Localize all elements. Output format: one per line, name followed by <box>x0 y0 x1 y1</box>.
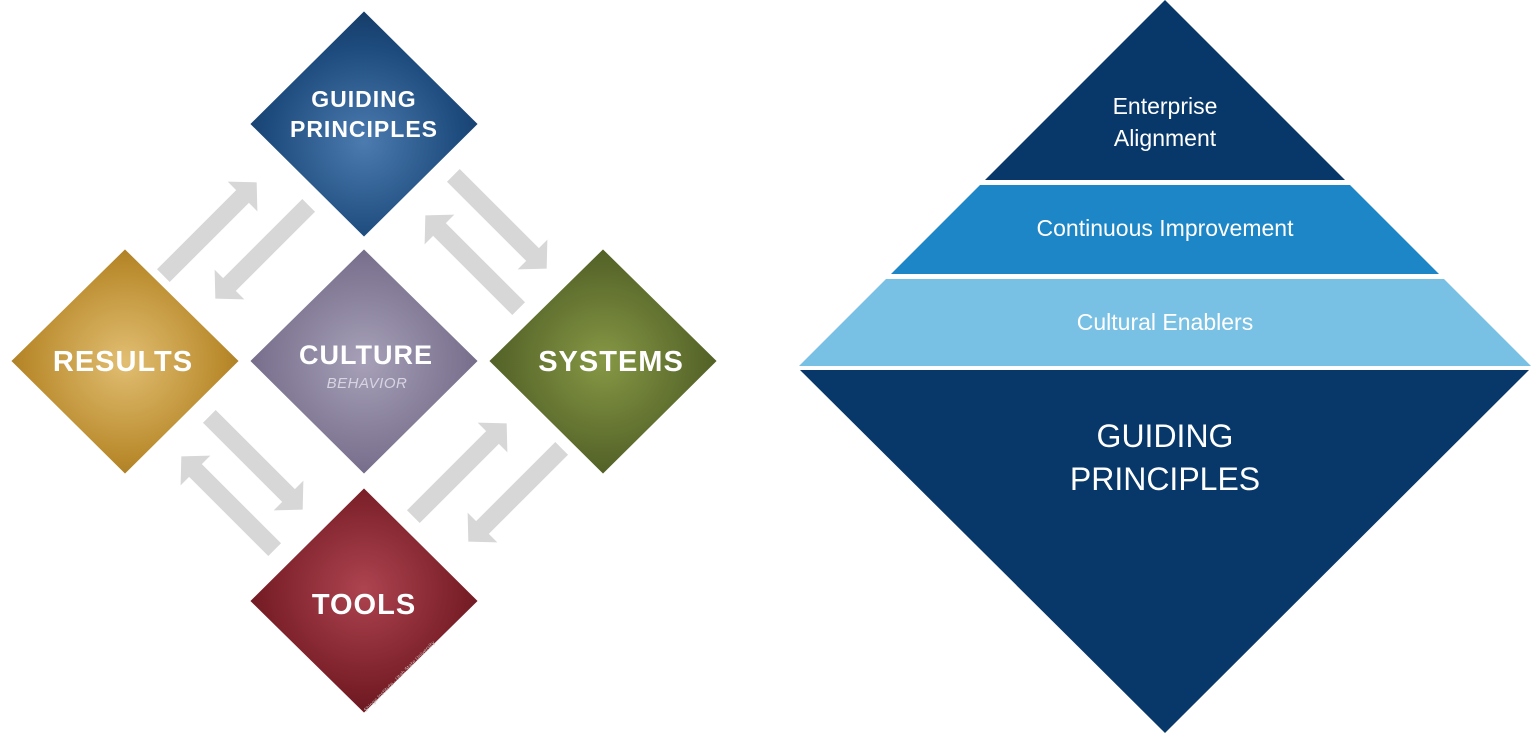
culture-label: CULTURE <box>299 340 433 370</box>
systems-label: SYSTEMS <box>538 346 684 378</box>
diamond-model-svg: GUIDING PRINCIPLES RESULTS CULTURE BEHAV… <box>8 8 720 716</box>
arrow-systems-to-guiding <box>424 214 526 316</box>
tier-guiding-principles: GUIDING PRINCIPLES <box>800 370 1529 733</box>
tier-continuous-label: Continuous Improvement <box>1037 215 1295 241</box>
tier-enterprise-line2: Alignment <box>1114 125 1217 151</box>
guiding-principles-diamond: GUIDING PRINCIPLES <box>247 8 481 240</box>
tier-enterprise-line1: Enterprise <box>1113 93 1218 119</box>
arrow-results-to-guiding <box>156 181 258 283</box>
tier-continuous-improvement: Continuous Improvement <box>891 185 1439 274</box>
tier-cultural-enablers: Cultural Enablers <box>799 279 1531 366</box>
guiding-principles-line1: GUIDING <box>311 86 416 112</box>
results-label: RESULTS <box>53 346 193 378</box>
arrow-tools-to-systems <box>406 422 508 524</box>
tools-label: TOOLS <box>312 589 416 621</box>
tier-guiding-line2: PRINCIPLES <box>1070 461 1260 497</box>
tier-enterprise-alignment: Enterprise Alignment <box>985 0 1345 180</box>
tools-diamond: TOOLS Shingo Institute · Utah State Univ… <box>247 485 481 716</box>
tier-cultural-label: Cultural Enablers <box>1077 309 1253 335</box>
systems-diamond: SYSTEMS <box>486 246 720 477</box>
arrows-group <box>156 168 569 557</box>
arrow-tools-to-results <box>180 455 282 557</box>
arrow-systems-to-tools <box>467 441 569 543</box>
arrow-results-to-tools <box>202 409 304 511</box>
culture-sublabel: BEHAVIOR <box>327 375 408 392</box>
guiding-principles-line2: PRINCIPLES <box>290 116 438 142</box>
arrow-guiding-to-systems <box>446 168 548 270</box>
shingo-diamond-model: GUIDING PRINCIPLES RESULTS CULTURE BEHAV… <box>0 0 740 734</box>
arrow-guiding-to-results <box>214 198 316 300</box>
culture-diamond: CULTURE BEHAVIOR <box>247 246 481 477</box>
guiding-principles-pyramid: Enterprise Alignment Continuous Improvem… <box>780 0 1536 734</box>
tier-guiding-line1: GUIDING <box>1097 418 1234 454</box>
pyramid-svg: Enterprise Alignment Continuous Improvem… <box>799 0 1531 733</box>
results-diamond: RESULTS <box>8 246 242 477</box>
